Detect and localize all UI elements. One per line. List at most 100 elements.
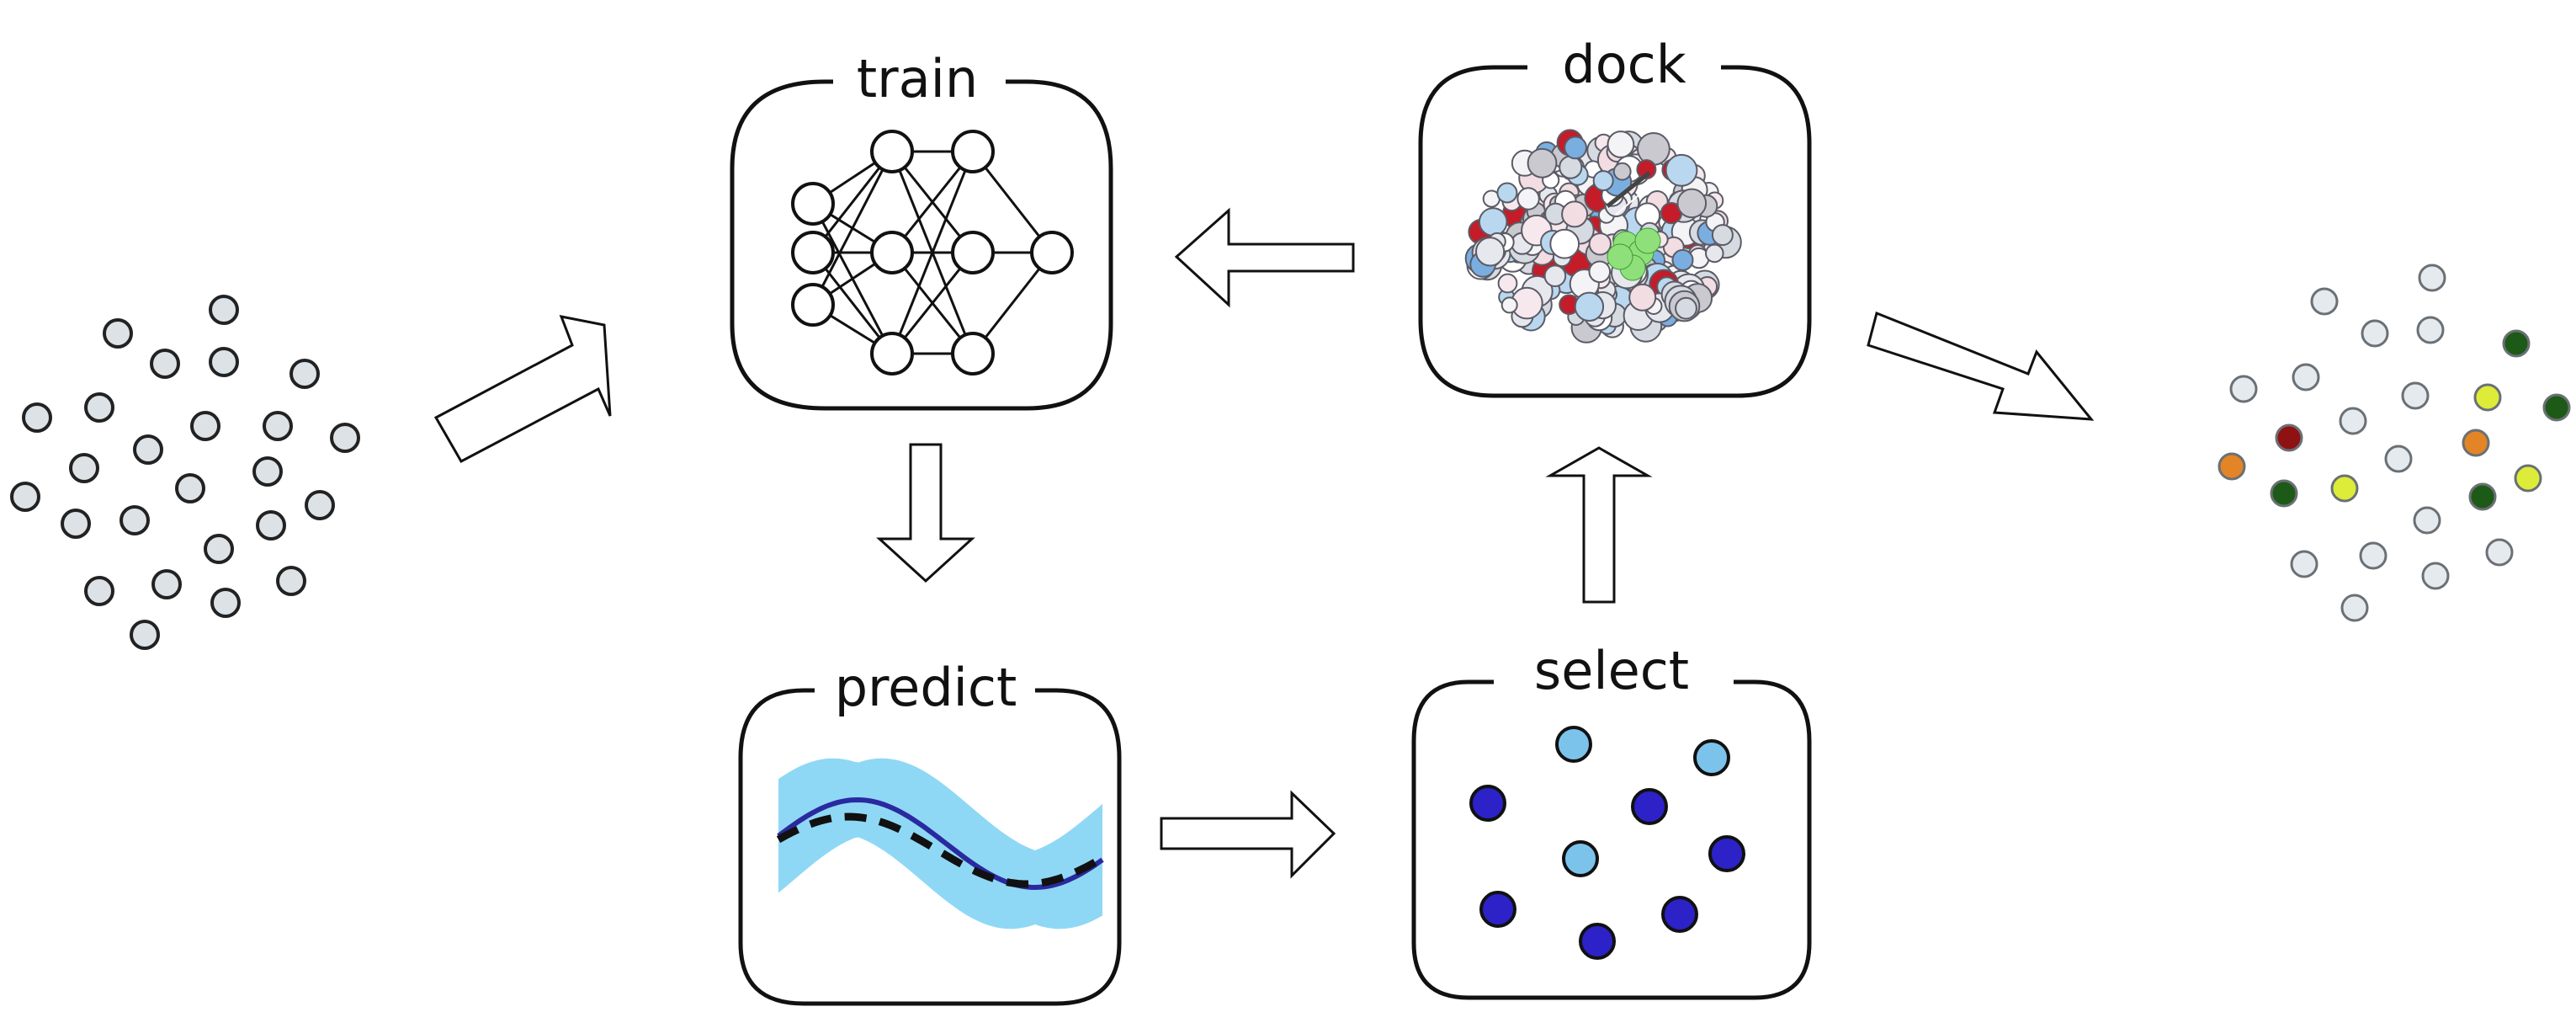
scored-molecule-dot xyxy=(2229,375,2258,403)
molecule-dot xyxy=(204,534,234,564)
nn-node xyxy=(791,283,835,327)
molecule-dot xyxy=(22,402,52,433)
uncertainty-curve-icon xyxy=(776,758,1105,929)
prediction-uncertainty-band xyxy=(778,758,1102,929)
protein-atom xyxy=(1711,224,1734,247)
scored-molecule-dot xyxy=(2330,474,2359,503)
protein-atom xyxy=(1628,283,1657,312)
selected-molecule-dot xyxy=(1555,726,1592,763)
prediction-mean-curve xyxy=(777,796,1104,891)
scored-molecule-dot xyxy=(2473,383,2502,412)
nn-node xyxy=(870,332,914,376)
molecule-dot xyxy=(84,392,114,423)
nn-node xyxy=(951,332,995,376)
selected-molecule-dot xyxy=(1631,788,1668,825)
scored-molecule-dot xyxy=(2384,445,2413,473)
scored-molecule-dot xyxy=(2401,381,2430,410)
nn-node xyxy=(951,231,995,274)
scored-molecule-dot xyxy=(2514,464,2542,493)
selected-molecule-dot xyxy=(1693,739,1730,776)
selected-molecule-dot xyxy=(1469,785,1506,822)
protein-atom xyxy=(1543,264,1567,288)
protein-atom xyxy=(1496,182,1518,204)
protein-atom xyxy=(1564,136,1587,160)
protein-atom xyxy=(1500,296,1518,314)
scored-molecule-dot xyxy=(2292,363,2320,391)
selected-molecules-icon xyxy=(1469,726,1745,960)
scored-molecule-dot xyxy=(2290,550,2318,578)
protein-atom xyxy=(1636,159,1657,180)
molecule-dot xyxy=(120,505,150,535)
scored-molecule-dot xyxy=(2359,541,2387,570)
scored-molecule-dot xyxy=(2468,482,2497,511)
select-label: select xyxy=(1534,640,1689,701)
nn-node xyxy=(951,130,995,173)
scored-molecule-dot xyxy=(2462,429,2490,457)
protein-atom xyxy=(1588,232,1612,256)
predict-label: predict xyxy=(835,657,1017,718)
ligand-atom xyxy=(1607,243,1633,270)
protein-atom xyxy=(1475,237,1506,267)
nn-node xyxy=(870,231,914,274)
protein-atom xyxy=(1676,188,1708,219)
molecule-dot xyxy=(175,473,205,503)
molecule-dot xyxy=(150,349,180,379)
train-box: train xyxy=(730,48,1113,411)
molecule-dot xyxy=(305,490,335,520)
scored-molecule-dot xyxy=(2310,287,2339,316)
dock-label: dock xyxy=(1562,34,1686,95)
arrow-dock-to-train xyxy=(1174,207,1355,308)
select-box: select xyxy=(1411,640,1812,1000)
protein-atom xyxy=(1497,273,1518,294)
protein-atom xyxy=(1516,187,1540,210)
protein-atom xyxy=(1574,291,1605,322)
molecule-dot xyxy=(263,411,293,441)
selected-molecule-dot xyxy=(1579,923,1616,960)
selected-molecule-dot xyxy=(1562,840,1599,877)
protein-atom xyxy=(1559,155,1583,179)
molecule-dot xyxy=(256,510,286,541)
nn-node xyxy=(791,182,835,226)
molecule-dot xyxy=(69,453,99,483)
protein-atom xyxy=(1592,170,1614,192)
nn-edge xyxy=(811,151,894,306)
nn-node xyxy=(791,231,835,274)
protein-structure-icon xyxy=(1464,129,1742,344)
dock-box: dock xyxy=(1418,34,1812,398)
molecule-dot xyxy=(289,359,320,389)
scored-molecule-dot xyxy=(2361,319,2389,348)
arrow-dock-to-output xyxy=(1867,311,2095,421)
arrow-train-to-predict xyxy=(876,443,975,583)
molecule-dot xyxy=(276,566,306,596)
protein-atom xyxy=(1665,153,1698,187)
molecule-dot xyxy=(209,347,239,377)
molecule-dot xyxy=(84,576,114,606)
protein-atom xyxy=(1588,260,1612,284)
molecule-dot xyxy=(190,411,220,441)
ligand-bond xyxy=(1606,171,1651,208)
molecule-dot xyxy=(151,569,182,599)
ligand-atom xyxy=(1634,227,1661,254)
input-molecule-pool xyxy=(10,295,360,650)
scored-molecule-dot xyxy=(2275,423,2303,452)
molecule-dot xyxy=(133,434,163,465)
molecule-dot xyxy=(209,295,239,325)
scored-molecule-dot xyxy=(2270,479,2298,508)
arrow-pool-to-train xyxy=(433,315,612,464)
ligand-bond xyxy=(1615,179,1657,216)
true-function-dashed-curve xyxy=(776,812,1105,888)
nn-edge xyxy=(890,151,975,354)
molecule-dot xyxy=(130,620,160,650)
selected-molecule-dot xyxy=(1708,835,1745,872)
scored-molecule-dot xyxy=(2217,452,2246,481)
train-label: train xyxy=(857,48,978,109)
scored-molecule-dot xyxy=(2418,264,2446,292)
protein-atom xyxy=(1671,248,1694,271)
molecule-dot xyxy=(10,482,40,512)
scored-molecule-dot xyxy=(2502,329,2531,358)
scored-molecule-dot xyxy=(2340,594,2369,622)
molecule-dot xyxy=(252,456,283,487)
arrow-predict-to-select xyxy=(1160,790,1336,879)
